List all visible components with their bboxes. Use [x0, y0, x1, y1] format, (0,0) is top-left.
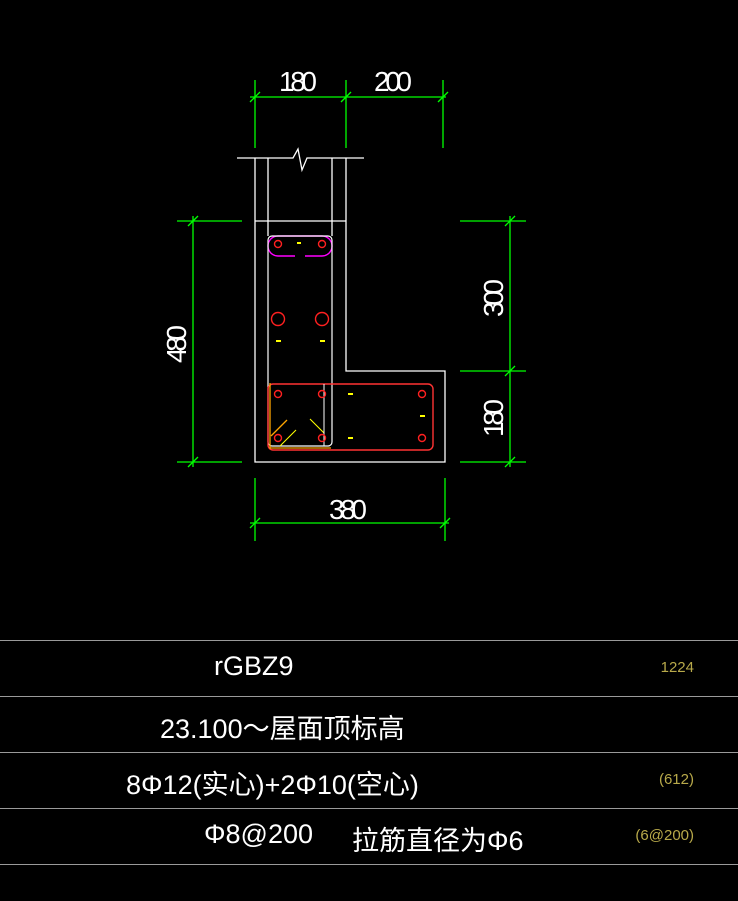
- rebar-hollow: [270, 311, 286, 327]
- section-drawing: 180 200 380 480 300 180: [161, 66, 526, 541]
- dimension-lines: [177, 80, 526, 541]
- rebars: [270, 239, 427, 443]
- table-row: rGBZ9 1224: [0, 640, 738, 696]
- dim-bottom-width: 380: [329, 494, 367, 525]
- stirrups: [267, 235, 434, 451]
- table-row: 23.100～屋面顶标高: [0, 696, 738, 752]
- dim-right-upper: 300: [478, 279, 509, 317]
- tie-spec: 拉筋直径为Φ6: [352, 826, 524, 856]
- dim-left-height: 480: [161, 325, 192, 363]
- dim-right-lower: 180: [478, 399, 509, 437]
- rebar-solid: [317, 433, 327, 443]
- rebar-solid: [273, 239, 283, 249]
- row-note: 1224: [660, 659, 694, 676]
- rebar-solid: [317, 389, 327, 399]
- longitudinal-rebar: 8Φ12(实心)+2Φ10(空心): [126, 770, 419, 800]
- table-row: Φ8@200 拉筋直径为Φ6 (6@200): [0, 808, 738, 865]
- rebar-solid: [417, 389, 427, 399]
- rebar-solid: [273, 389, 283, 399]
- dim-top-right: 200: [374, 66, 412, 97]
- rebar-solid: [317, 239, 327, 249]
- elevation-range: 23.100～屋面顶标高: [160, 714, 405, 744]
- section-outline: [237, 147, 446, 463]
- row-note: (612): [658, 771, 694, 788]
- component-name: rGBZ9: [214, 651, 294, 681]
- row-note: (6@200): [635, 827, 694, 844]
- info-table: rGBZ9 1224 23.100～屋面顶标高 8Φ12(实心)+2Φ10(空心…: [0, 640, 738, 865]
- stirrup-spec: Φ8@200: [204, 819, 314, 849]
- rebar-tags: [276, 242, 425, 439]
- rebar-solid: [273, 433, 283, 443]
- dim-top-left: 180: [279, 66, 317, 97]
- rebar-solid: [417, 433, 427, 443]
- table-row: 8Φ12(实心)+2Φ10(空心) (612): [0, 752, 738, 808]
- rebar-hollow: [314, 311, 330, 327]
